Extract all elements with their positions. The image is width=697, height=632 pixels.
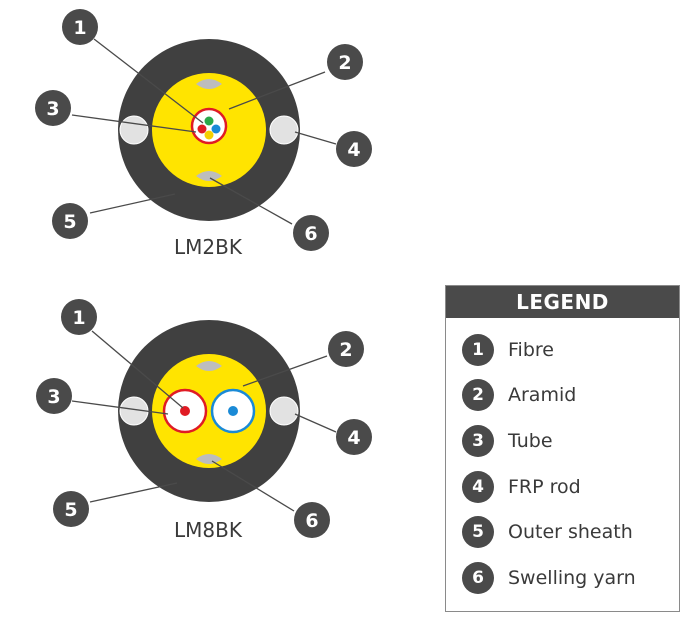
leader-line-1 — [93, 38, 204, 124]
callout-5: 5 — [53, 491, 89, 527]
fibre-green-lm2bk — [204, 116, 214, 126]
callout-3: 3 — [35, 90, 71, 126]
legend-item-tube: 3 Tube — [462, 424, 553, 458]
callout-4: 4 — [336, 131, 372, 167]
callout-number: 5 — [63, 211, 76, 233]
fibre-blue-lm2bk — [211, 124, 221, 134]
cable-lm8bk: 1 2 3 4 5 6 LM8BK — [36, 299, 372, 542]
leader-line-6 — [211, 460, 295, 512]
legend-item-outer-sheath: 5 Outer sheath — [462, 515, 633, 549]
callout-number: 5 — [64, 499, 77, 521]
legend-item-label: Tube — [508, 430, 553, 452]
callout-number: 6 — [304, 223, 317, 245]
callout-number: 3 — [46, 98, 59, 120]
callout-number: 2 — [338, 52, 351, 74]
legend-item-aramid: 2 Aramid — [462, 378, 576, 412]
legend-number-badge: 3 — [462, 425, 494, 457]
callout-1: 1 — [61, 299, 97, 335]
callout-number: 2 — [339, 339, 352, 361]
leader-line-4 — [294, 413, 337, 433]
fibre-red-lm8bk — [180, 406, 190, 416]
legend-number-badge: 6 — [462, 562, 494, 594]
callout-1: 1 — [62, 9, 98, 45]
leader-line-3 — [71, 400, 169, 415]
legend-item-label: Aramid — [508, 384, 577, 406]
leader-line-5 — [89, 193, 176, 214]
leader-line-4 — [294, 131, 337, 145]
fibre-yellow-lm2bk — [204, 130, 214, 140]
callout-6: 6 — [294, 502, 330, 538]
tube-lm2bk — [190, 107, 228, 145]
legend-number-badge: 2 — [462, 379, 494, 411]
legend-number-badge: 4 — [462, 471, 494, 503]
callout-number: 4 — [347, 427, 360, 449]
leader-line-3 — [71, 114, 197, 133]
frp-rod-right-lm8bk — [269, 396, 299, 426]
swelling-yarn-bottom-lm2bk — [196, 171, 222, 181]
callout-number: 4 — [347, 139, 360, 161]
callout-number: 6 — [305, 510, 318, 532]
leader-line-2 — [228, 71, 326, 110]
leader-lines-lm8bk — [71, 330, 337, 512]
frp-rod-left-lm2bk — [119, 115, 149, 145]
leader-line-1 — [91, 330, 184, 409]
leader-line-6 — [209, 177, 293, 225]
callout-5: 5 — [52, 203, 88, 239]
swelling-yarn-top-lm2bk — [196, 79, 222, 89]
callout-number: 1 — [72, 307, 85, 329]
callout-number: 3 — [47, 386, 60, 408]
legend-number-badge: 1 — [462, 334, 494, 366]
callout-4: 4 — [336, 419, 372, 455]
cable-name-label: LM2BK — [174, 235, 243, 259]
callout-3: 3 — [36, 378, 72, 414]
aramid-lm8bk — [152, 354, 266, 468]
legend-number-badge: 5 — [462, 516, 494, 548]
legend-item-label: Fibre — [508, 339, 554, 361]
leader-line-2 — [242, 355, 328, 387]
legend-item-fibre: 1 Fibre — [462, 333, 554, 367]
fibre-red-lm2bk — [197, 124, 207, 134]
leader-line-5 — [89, 482, 178, 503]
callout-6: 6 — [293, 215, 329, 251]
swelling-yarn-bottom-lm8bk — [196, 454, 222, 464]
frp-rod-right-lm2bk — [269, 115, 299, 145]
callout-number: 1 — [73, 17, 86, 39]
cable-lm2bk: 1 2 3 4 5 6 LM2BK — [35, 9, 372, 259]
legend-item-label: Swelling yarn — [508, 567, 636, 589]
swelling-yarn-top-lm8bk — [196, 361, 222, 371]
legend-item-frp-rod: 4 FRP rod — [462, 470, 581, 504]
callout-2: 2 — [327, 44, 363, 80]
leader-lines-lm2bk — [71, 38, 337, 225]
cable-name-label: LM8BK — [174, 518, 243, 542]
fibre-blue-lm8bk — [228, 406, 238, 416]
callout-2: 2 — [328, 331, 364, 367]
legend-item-label: Outer sheath — [508, 521, 633, 543]
legend-box: LEGEND 1 Fibre 2 Aramid 3 Tube 4 FRP rod… — [445, 285, 680, 612]
legend-item-label: FRP rod — [508, 476, 581, 498]
legend-title: LEGEND — [446, 286, 679, 318]
legend-item-swelling-yarn: 6 Swelling yarn — [462, 561, 636, 595]
